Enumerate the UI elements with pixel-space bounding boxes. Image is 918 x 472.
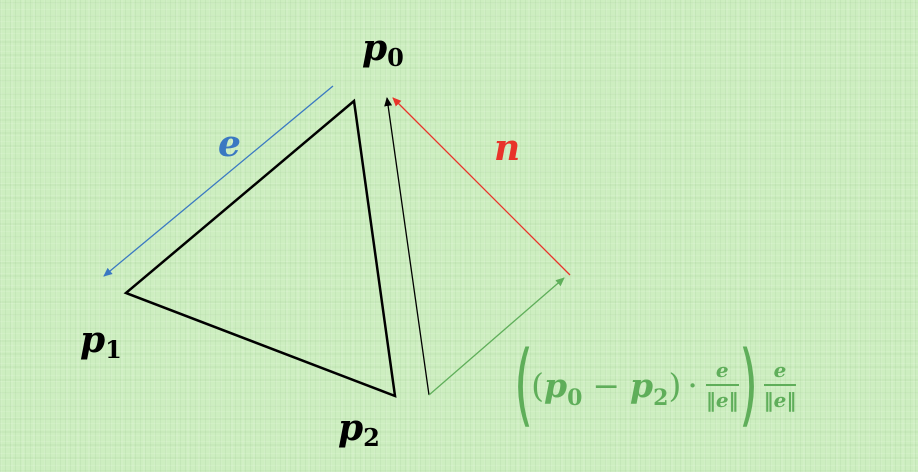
- fraction-2-bar: [763, 384, 797, 386]
- edge-vector-e: [103, 85, 334, 277]
- fraction-2-numerator: e: [773, 358, 787, 382]
- projection-formula: ( ( p0 − p2 ) · e ‖e‖ ) e ‖e‖: [513, 330, 798, 440]
- formula-fraction-2: e ‖e‖: [763, 358, 797, 412]
- label-e: e: [218, 123, 241, 165]
- vector-p2-to-p0: [384, 97, 430, 396]
- formula-minus: −: [592, 365, 621, 405]
- label-p1: p1: [80, 319, 122, 364]
- label-p2: p2: [338, 407, 380, 452]
- fraction-2-denominator: ‖e‖: [763, 388, 797, 412]
- triangle: [123, 98, 397, 398]
- formula-left-paren: (: [513, 332, 534, 437]
- formula-p2: p2: [630, 365, 669, 411]
- formula-inner-left-paren: (: [531, 365, 544, 405]
- formula-p0: p0: [544, 365, 583, 411]
- label-n: n: [494, 127, 520, 169]
- formula-right-paren: ): [738, 332, 758, 437]
- label-p0: p0: [362, 27, 404, 72]
- fraction-1-numerator: e: [715, 358, 729, 382]
- fraction-1-bar: [705, 384, 739, 386]
- formula-inner-right-paren: ): [668, 365, 682, 405]
- normal-vector-n: [392, 97, 571, 276]
- fraction-1-denominator: ‖e‖: [705, 388, 739, 412]
- formula-dot: ·: [687, 365, 698, 405]
- projection-vector: [428, 277, 565, 396]
- formula-fraction-1: e ‖e‖: [705, 358, 739, 412]
